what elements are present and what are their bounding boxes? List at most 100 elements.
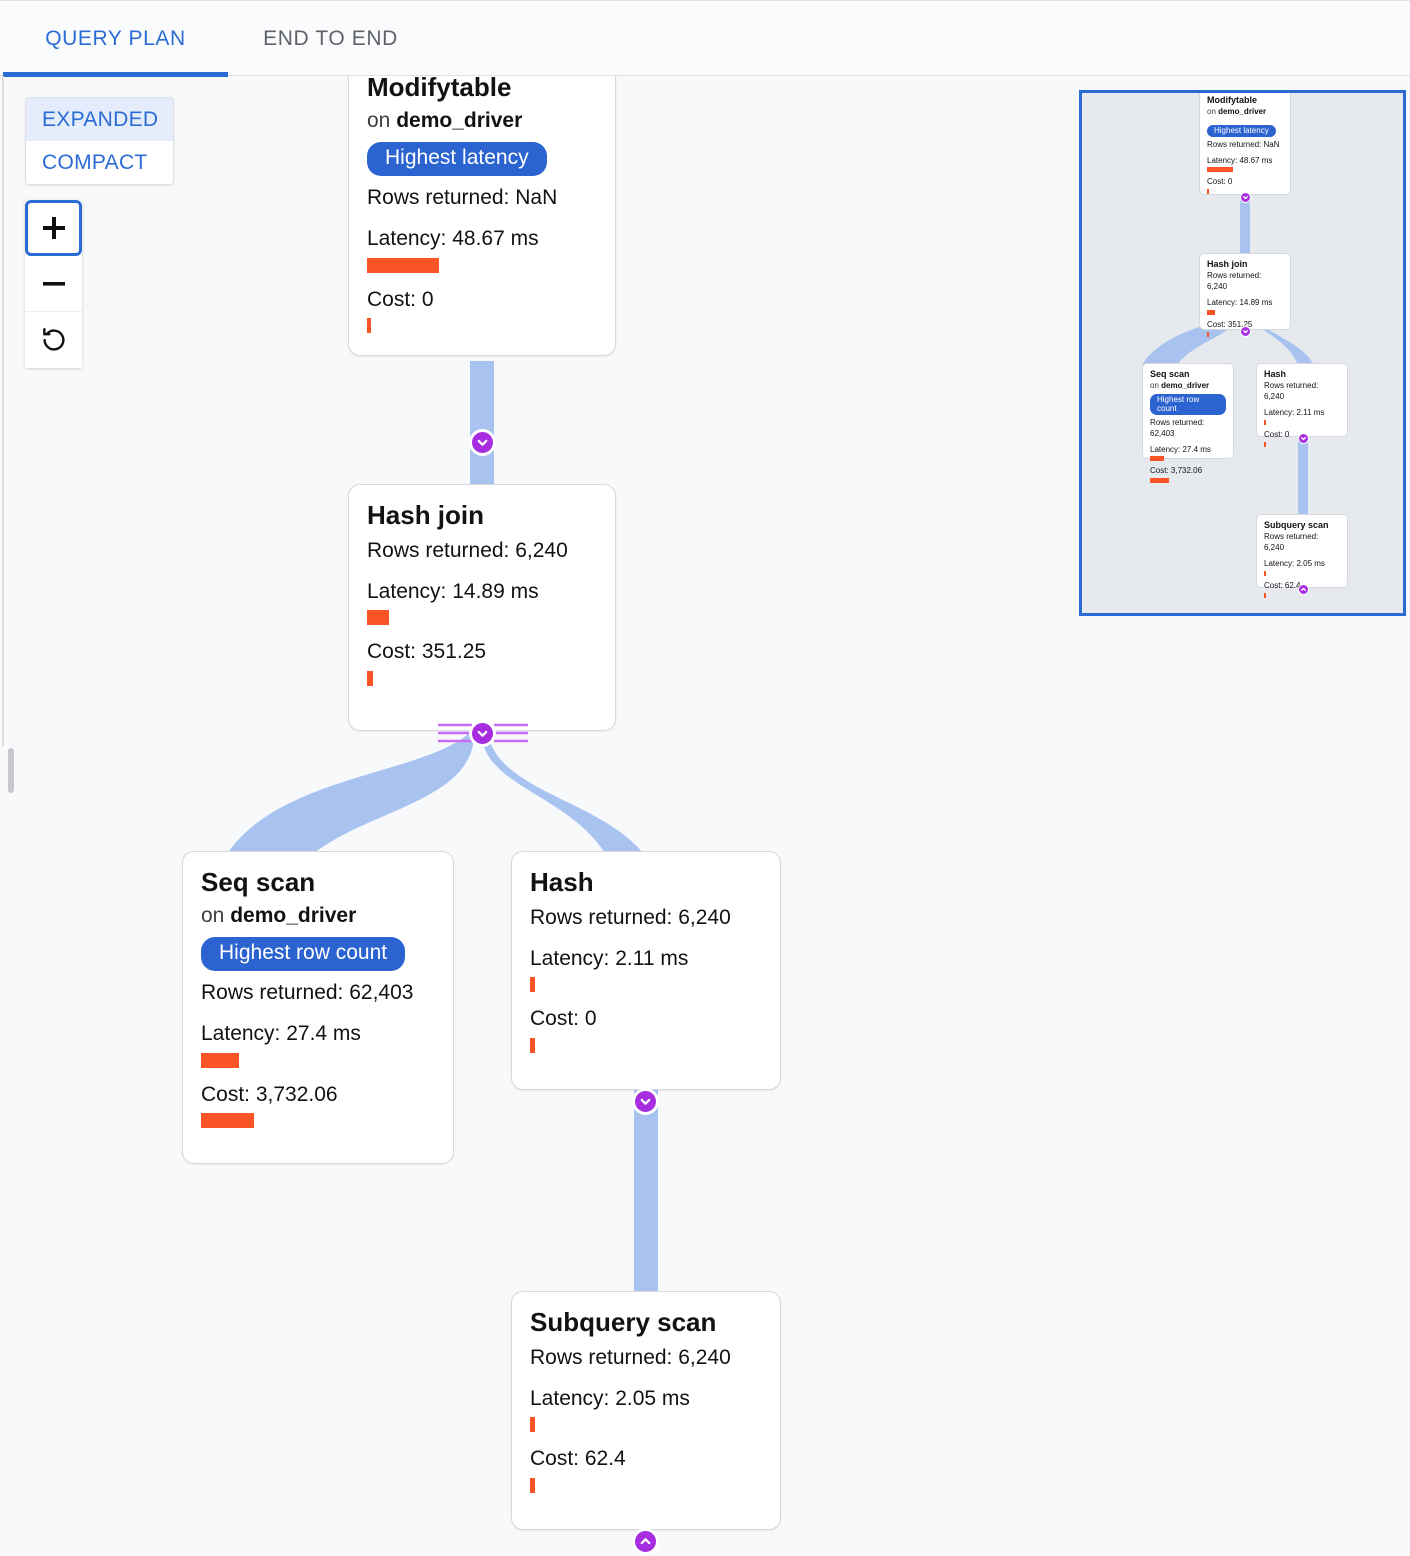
tab-end-to-end-label: END TO END [263,26,398,50]
panel-resize-handle[interactable] [8,748,14,793]
minimap-node-badge: Highest row count [1150,393,1226,415]
zoom-in-button[interactable] [25,200,82,256]
view-mode-compact-button[interactable]: COMPACT [26,141,173,184]
node-cost: Cost: 62.4 [530,1447,626,1471]
plan-node-hash[interactable]: Hash Rows returned: 6,240 Latency: 2.11 … [511,851,781,1090]
minimap-node-latency-bar [1150,456,1164,462]
minus-icon [40,270,68,298]
node-latency-bar [367,257,439,273]
minimap-node-cost: Cost: 3,732.06 [1150,466,1203,476]
plan-node-hash-join[interactable]: Hash join Rows returned: 6,240 Latency: … [348,484,616,731]
minimap-node-latency: Latency: 48.67 ms [1207,155,1273,165]
minimap-node-latency-bar [1264,419,1266,425]
node-latency-bar [201,1052,239,1068]
collapse-toggle-hash[interactable] [632,1088,659,1115]
graph-canvas[interactable]: Modifytable on demo_driver Highest laten… [0,76,1410,1556]
tab-query-plan[interactable]: QUERY PLAN [3,1,228,76]
node-cost-bar [530,1477,535,1493]
node-title: Subquery scan [530,1307,717,1337]
node-cost-bar [367,670,373,686]
node-relation: on demo_driver [367,109,597,133]
minimap-node-relation: on demo_driver [1150,381,1226,390]
node-latency-bar [530,977,535,993]
reset-icon [39,325,69,355]
minimap-node-latency: Latency: 2.05 ms [1264,558,1325,568]
node-rows: Rows returned: 6,240 [530,905,731,929]
view-mode-toggle: EXPANDED COMPACT [25,97,174,185]
collapse-toggle-hash-join[interactable] [469,720,496,747]
zoom-reset-button[interactable] [25,312,82,368]
minimap-node-cost: Cost: 0 [1207,177,1233,187]
node-latency: Latency: 14.89 ms [367,579,539,603]
minimap-node-subquery-scan: Subquery scan Rows returned: 6,240 Laten… [1256,514,1348,598]
minimap-node-title: Modifytable [1207,95,1258,105]
minimap-node-rows: Rows returned: 6,240 [1264,532,1319,553]
plan-node-modifytable[interactable]: Modifytable on demo_driver Highest laten… [348,76,616,356]
collapse-toggle-modifytable[interactable] [469,429,496,456]
node-badge: Highest latency [367,141,547,176]
minimap-node-hash-join: Hash join Rows returned: 6,240 Latency: … [1199,253,1291,337]
minimap-collapse-toggle-hash-join [1240,326,1251,337]
node-relation: on demo_driver [201,904,435,928]
node-relation-name: demo_driver [396,108,523,132]
plan-node-subquery-scan[interactable]: Subquery scan Rows returned: 6,240 Laten… [511,1291,781,1530]
edge-hash-subqueryscan [634,1086,658,1291]
minimap-node-title: Hash [1264,369,1287,379]
minimap[interactable]: Modifytable on demo_driver Highest laten… [1079,90,1406,616]
minimap-collapse-toggle-hash [1298,433,1309,444]
node-cost-bar [201,1112,254,1128]
minimap-node-rows: Rows returned: NaN [1207,139,1280,149]
minimap-node-cost-bar [1207,189,1209,195]
node-cost-bar [530,1037,535,1053]
node-title: Seq scan [201,867,316,897]
node-cost: Cost: 0 [367,287,434,311]
minimap-node-latency-bar [1264,570,1266,576]
minimap-node-relation-prefix: on [1207,107,1216,117]
node-latency: Latency: 2.05 ms [530,1386,690,1410]
active-tab-indicator [3,72,228,77]
node-title: Hash [530,867,594,897]
minimap-node-hash: Hash Rows returned: 6,240 Latency: 2.11 … [1256,363,1348,447]
node-rows: Rows returned: NaN [367,185,558,209]
plus-icon [40,214,68,242]
view-mode-expanded-button[interactable]: EXPANDED [26,98,173,141]
node-relation-name: demo_driver [230,903,357,927]
node-latency-bar [367,610,389,626]
minimap-node-rows: Rows returned: 6,240 [1264,381,1319,402]
collapse-toggle-subquery-scan[interactable] [632,1528,659,1555]
plan-node-seq-scan[interactable]: Seq scan on demo_driver Highest row coun… [182,851,454,1164]
minimap-node-cost: Cost: 62.4 [1264,580,1301,590]
node-title: Hash join [367,500,485,530]
minimap-collapse-toggle-modifytable [1240,192,1251,203]
minimap-node-cost-bar [1264,592,1266,598]
minimap-node-badge: Highest latency [1207,124,1276,137]
view-mode-expanded-label: EXPANDED [42,107,159,131]
node-latency-bar [530,1417,535,1433]
minimap-node-cost: Cost: 0 [1264,429,1290,439]
node-rows: Rows returned: 6,240 [367,538,568,562]
minimap-node-cost-bar [1150,478,1169,484]
tab-query-plan-label: QUERY PLAN [45,26,186,50]
view-mode-compact-label: COMPACT [42,150,148,174]
node-relation-prefix: on [367,108,391,132]
minimap-node-rows: Rows returned: 6,240 [1207,271,1262,292]
minimap-node-cost-bar [1264,441,1266,447]
minimap-node-relation-prefix: on [1150,381,1159,391]
node-title: Modifytable [367,76,512,102]
node-latency: Latency: 48.67 ms [367,227,539,251]
minimap-node-title: Seq scan [1150,369,1190,379]
node-rows: Rows returned: 6,240 [530,1345,731,1369]
tab-end-to-end[interactable]: END TO END [228,1,433,76]
minimap-node-title: Hash join [1207,259,1248,269]
minimap-node-relation-name: demo_driver [1161,381,1210,391]
zoom-controls [25,200,82,368]
minimap-node-rows: Rows returned: 62,403 [1150,417,1205,438]
node-badge: Highest row count [201,936,406,971]
node-cost: Cost: 0 [530,1007,597,1031]
minimap-node-cost: Cost: 351.25 [1207,319,1253,329]
node-latency: Latency: 2.11 ms [530,946,689,970]
node-latency: Latency: 27.4 ms [201,1022,361,1046]
edge-hashjoin-hash [482,734,652,866]
zoom-out-button[interactable] [25,256,82,312]
